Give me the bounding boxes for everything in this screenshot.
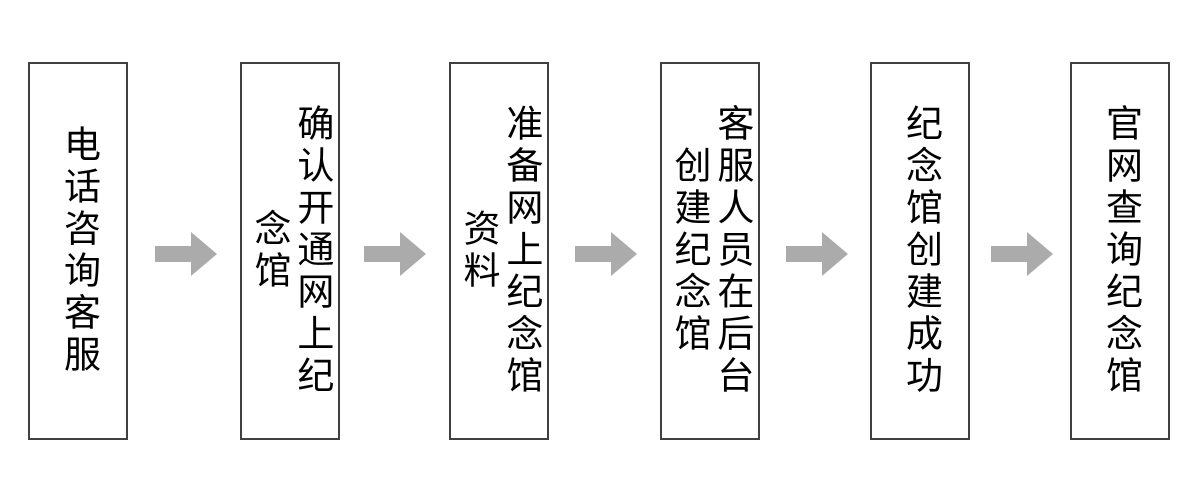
flow-node-2[interactable]: 确认开通网上纪念馆 <box>240 62 340 440</box>
flow-arrow-1 <box>155 232 217 276</box>
flow-node-3[interactable]: 准备网上纪念馆资料 <box>449 62 549 440</box>
right-arrow-icon <box>575 232 637 276</box>
right-arrow-icon <box>991 232 1053 276</box>
flow-node-5[interactable]: 纪念馆创建成功 <box>870 62 970 440</box>
flow-arrow-3 <box>575 232 637 276</box>
flow-node-3-label: 准备网上纪念馆资料 <box>457 104 543 398</box>
flow-node-5-label: 纪念馆创建成功 <box>899 104 943 398</box>
flow-node-6[interactable]: 官网查询纪念馆 <box>1070 62 1170 440</box>
flow-node-1[interactable]: 电话咨询客服 <box>28 62 128 440</box>
flow-node-4-label: 客服人员在后台创建纪念馆 <box>668 104 754 398</box>
flow-arrow-2 <box>364 232 426 276</box>
right-arrow-icon <box>155 232 217 276</box>
flow-node-1-label: 电话咨询客服 <box>57 125 101 377</box>
flow-node-2-label: 确认开通网上纪念馆 <box>248 104 334 398</box>
flow-arrow-4 <box>786 232 848 276</box>
right-arrow-icon <box>364 232 426 276</box>
flow-arrow-5 <box>991 232 1053 276</box>
flow-node-6-label: 官网查询纪念馆 <box>1099 104 1143 398</box>
right-arrow-icon <box>786 232 848 276</box>
flow-node-4[interactable]: 客服人员在后台创建纪念馆 <box>660 62 760 440</box>
